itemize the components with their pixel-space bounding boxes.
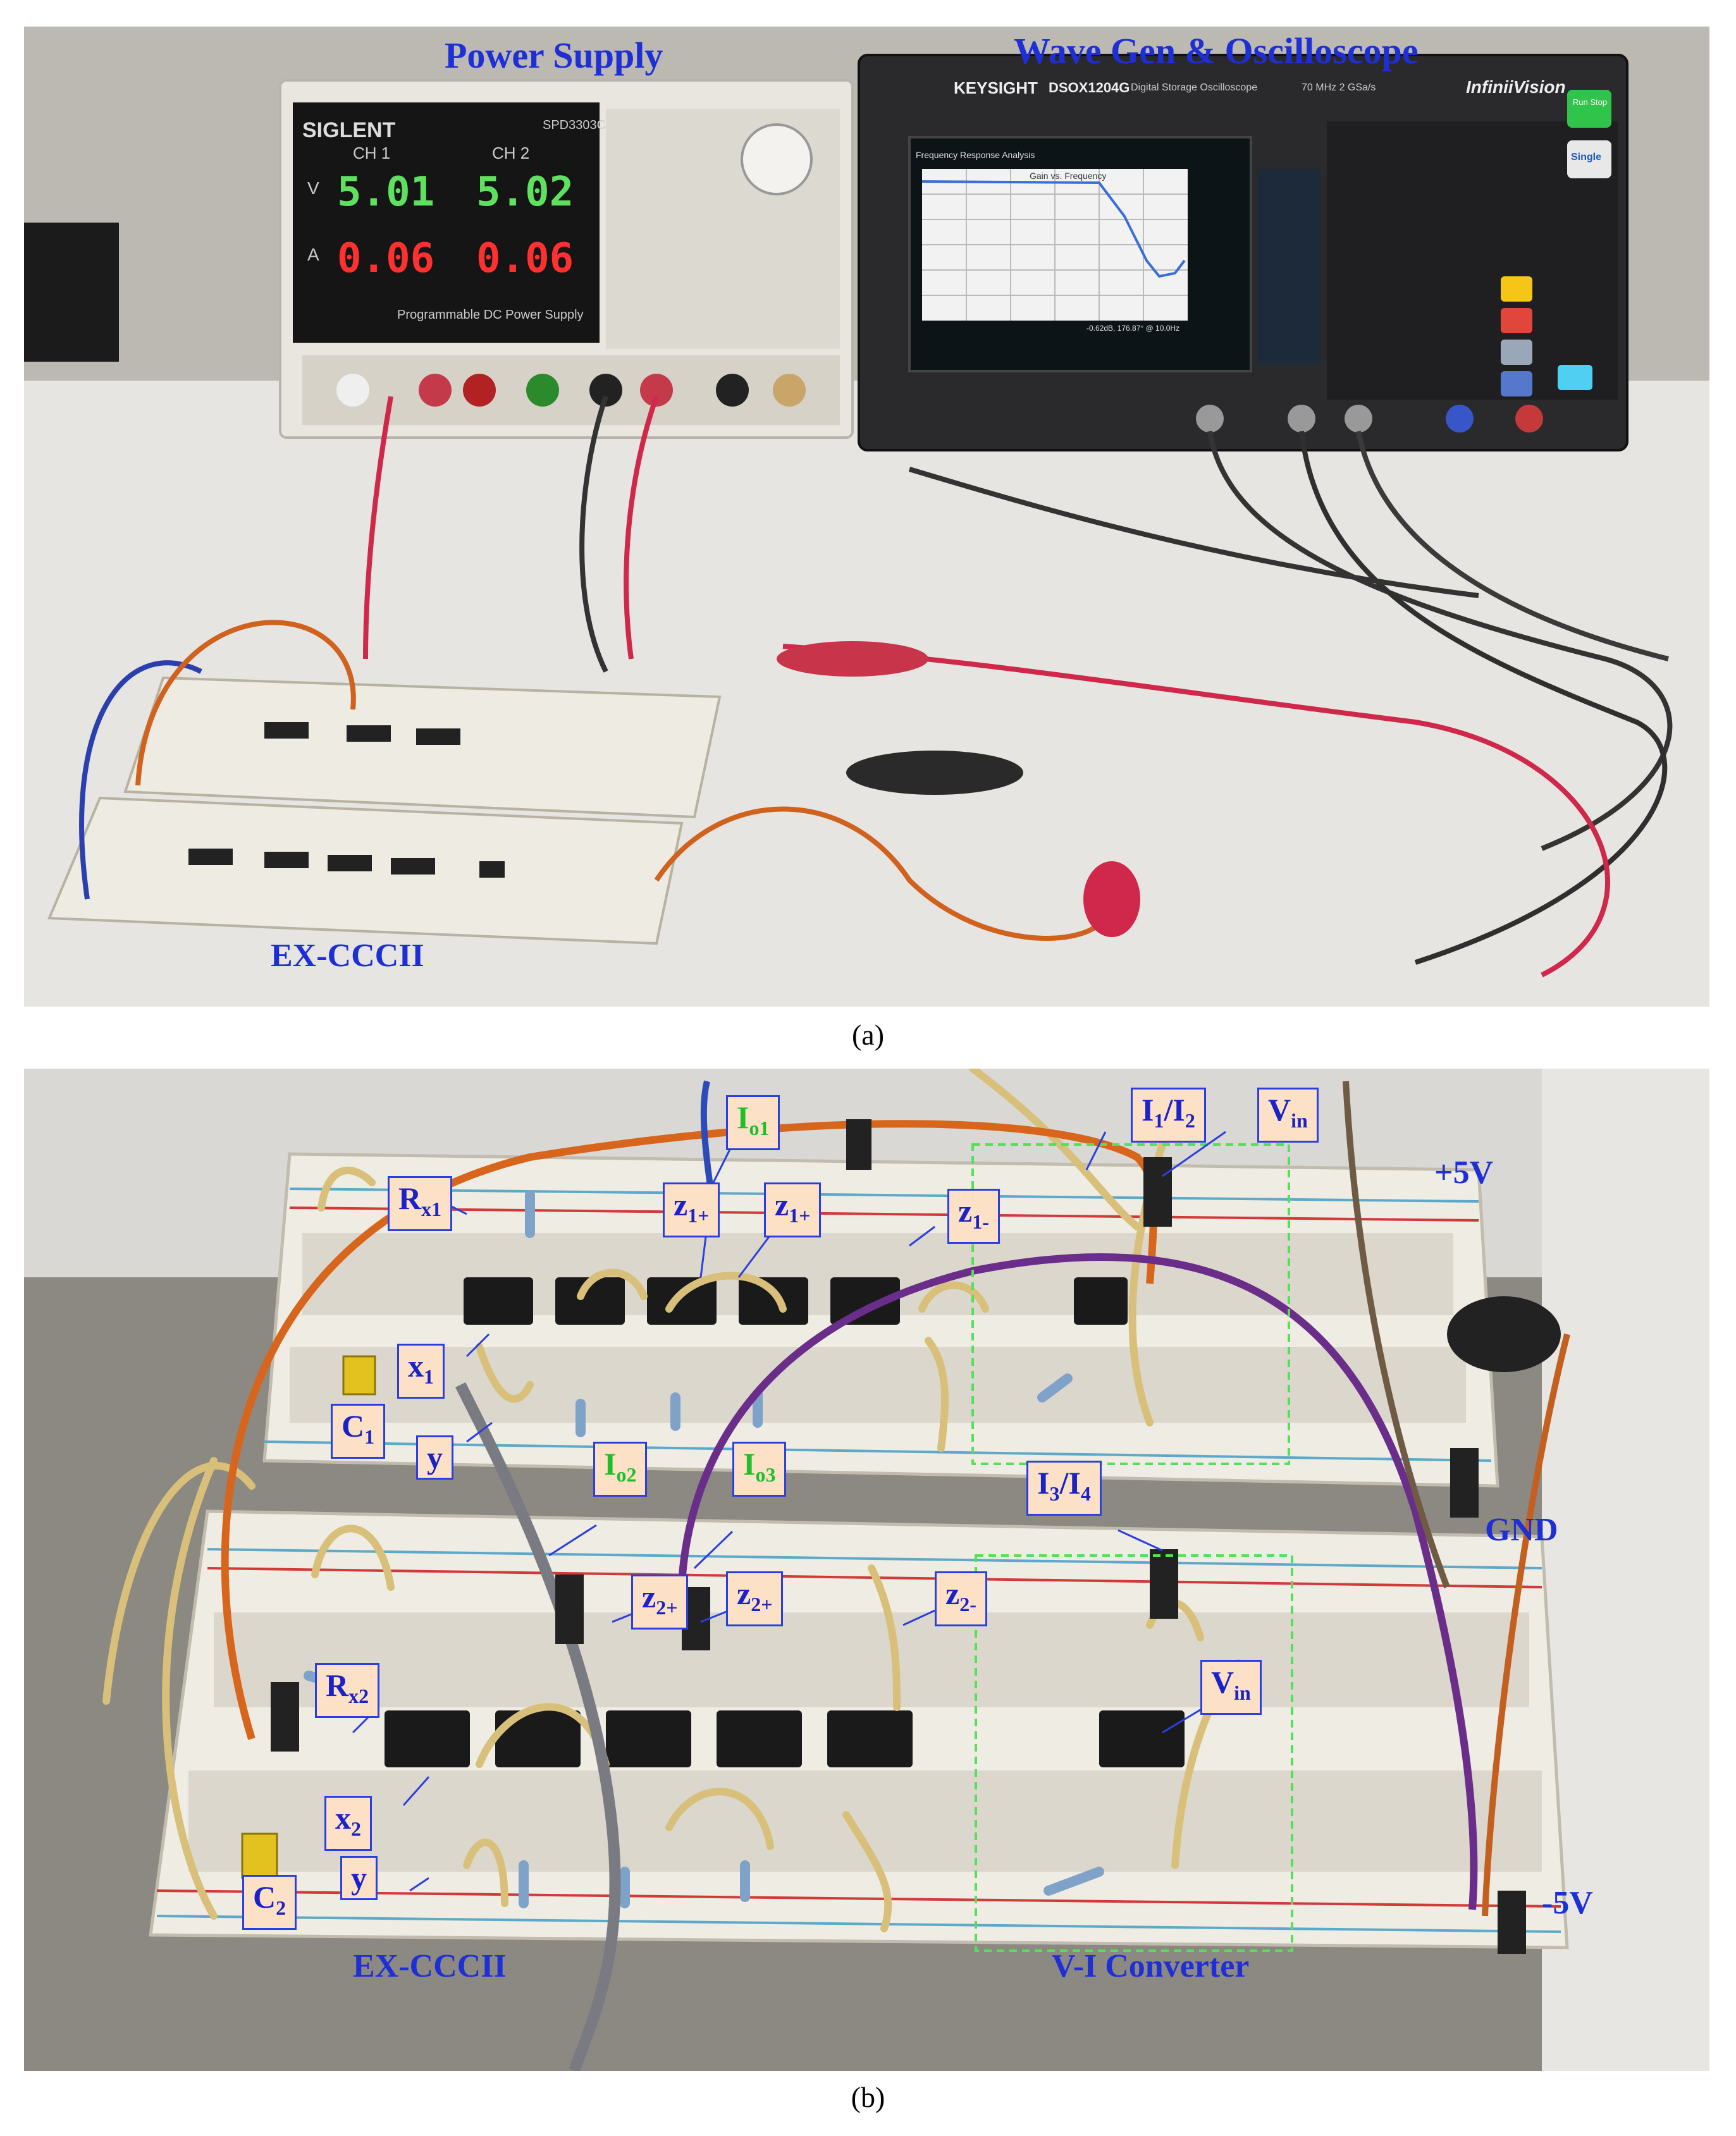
tag-z2-plus-b: z2+ xyxy=(726,1571,784,1626)
scope-run-stop-button: Run Stop xyxy=(1572,97,1608,107)
psu-volt-unit: V xyxy=(307,178,319,198)
scope-model: DSOX1204G xyxy=(1049,80,1130,95)
tag-rx2: Rx2 xyxy=(315,1663,380,1718)
psu-brand: SIGLENT xyxy=(302,118,396,142)
photo-panel-a: Power Supply Wave Gen & Oscilloscope EX-… xyxy=(24,27,1709,1007)
psu-ch2-label: CH 2 xyxy=(492,144,530,163)
psu-ch1-label: CH 1 xyxy=(353,144,391,163)
tag-vin-top: Vin xyxy=(1257,1088,1319,1143)
scope-single-button: Single xyxy=(1571,152,1602,163)
tag-rx1: Rx1 xyxy=(388,1176,453,1231)
label-vi-converter: V-I Converter xyxy=(1052,1948,1250,1984)
caption-a: (a) xyxy=(851,1019,885,1051)
scope-readout: -0.62dB, 176.87° @ 10.0Hz xyxy=(1087,324,1180,333)
scope-description: Digital Storage Oscilloscope xyxy=(1131,82,1258,93)
label-plus-5v: +5V xyxy=(1434,1155,1494,1191)
tag-i3-i4: I3/I4 xyxy=(1026,1461,1102,1516)
label-ex-cccii-a: EX-CCCII xyxy=(271,938,424,974)
tag-x1: x1 xyxy=(397,1344,445,1399)
breadboard-closeup-photo xyxy=(24,1069,1709,2071)
psu-ch2-current: 0.06 xyxy=(476,235,574,282)
tag-y1: y xyxy=(416,1435,453,1480)
tag-z1-plus-b: z1+ xyxy=(764,1182,822,1237)
psu-ch2-voltage: 5.02 xyxy=(476,169,574,216)
psu-ch1-current: 0.06 xyxy=(337,235,435,282)
tag-c2: C2 xyxy=(242,1875,297,1930)
psu-ch1-voltage: 5.01 xyxy=(337,169,435,216)
scope-screen-title: Frequency Response Analysis xyxy=(916,150,1035,160)
scope-brand: KEYSIGHT xyxy=(954,78,1038,97)
tag-vin-bottom: Vin xyxy=(1200,1660,1262,1715)
tag-io2: Io2 xyxy=(593,1442,648,1497)
tag-i1-i2: I1/I2 xyxy=(1131,1088,1206,1143)
label-gnd: GND xyxy=(1485,1512,1558,1548)
photo-panel-b: Io1 I1/I2 Vin Rx1 z1+ z1+ z1- x1 C1 y Io… xyxy=(24,1069,1709,2071)
tag-z1-minus: z1- xyxy=(947,1189,1000,1244)
tag-z2-plus-a: z2+ xyxy=(631,1574,689,1630)
label-ex-cccii-b: EX-CCCII xyxy=(353,1948,507,1984)
lab-bench-photo xyxy=(24,27,1709,1007)
tag-io1: Io1 xyxy=(726,1095,780,1150)
tag-y2: y xyxy=(340,1856,378,1900)
label-power-supply: Power Supply xyxy=(445,35,663,76)
scope-plot-title: Gain vs. Frequency xyxy=(1030,171,1107,181)
scope-spec: 70 MHz 2 GSa/s xyxy=(1302,82,1376,93)
tag-x2: x2 xyxy=(324,1796,372,1851)
tag-z2-minus: z2- xyxy=(935,1571,987,1626)
scope-series: InfiniiVision xyxy=(1466,77,1566,97)
psu-amp-unit: A xyxy=(307,245,319,264)
psu-model: SPD3303C xyxy=(543,118,606,132)
label-minus-5v: -5V xyxy=(1542,1885,1593,1921)
tag-c1: C1 xyxy=(331,1404,386,1459)
tag-z1-plus-a: z1+ xyxy=(663,1182,720,1237)
label-wave-gen-oscilloscope: Wave Gen & Oscilloscope xyxy=(1014,30,1419,71)
psu-subtitle: Programmable DC Power Supply xyxy=(397,308,584,322)
tag-io3: Io3 xyxy=(732,1442,787,1497)
caption-b: (b) xyxy=(851,2081,885,2113)
